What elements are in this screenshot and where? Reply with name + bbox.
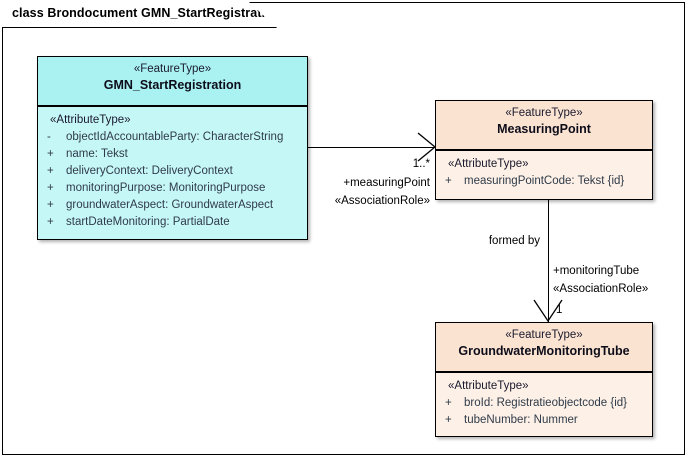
attribute-visibility: + [47, 165, 54, 177]
association-name-formed-by: formed by [488, 235, 540, 247]
association-stereotype-measuringpoint: «AssociationRole» [334, 195, 430, 207]
attribute-visibility: + [47, 148, 54, 160]
attribute-text: measuringPointCode: Tekst {id} [464, 175, 625, 187]
class-header-groundwater-monitoring-tube: «FeatureType» GroundwaterMonitoringTube [436, 323, 652, 373]
class-stereotype-measuring-point: «FeatureType» [505, 107, 583, 119]
attribute-visibility: + [47, 199, 54, 211]
association-stereotype-tube: «AssociationRole» [553, 283, 649, 295]
attribute-text: monitoringPurpose: MonitoringPurpose [66, 182, 266, 194]
attribute-text: startDateMonitoring: PartialDate [66, 216, 230, 228]
attribute-text: objectIdAccountableParty: CharacterStrin… [66, 131, 284, 143]
attribute-row[interactable]: + broId: Registratieobjectcode {id} [436, 395, 652, 412]
class-stereotype-groundwater-monitoring-tube: «FeatureType» [505, 329, 583, 341]
class-attributes-measuring-point: «AttributeType» + measuringPointCode: Te… [436, 151, 652, 199]
attribute-text: groundwaterAspect: GroundwaterAspect [66, 199, 274, 211]
attribute-row[interactable]: + monitoringPurpose: MonitoringPurpose [38, 180, 307, 197]
attribute-text: broId: Registratieobjectcode {id} [464, 397, 628, 409]
class-header-gmn-start-registration: «FeatureType» GMN_StartRegistration [38, 57, 307, 107]
attribute-visibility: - [47, 131, 51, 143]
class-name-gmn-start-registration: GMN_StartRegistration [103, 78, 242, 92]
association-line-gmn-measuringpoint [308, 147, 435, 148]
attribute-visibility: + [445, 175, 452, 187]
attribute-row[interactable]: - objectIdAccountableParty: CharacterStr… [38, 129, 307, 146]
attribute-text: tubeNumber: Nummer [464, 414, 578, 426]
attribute-row[interactable]: + name: Tekst [38, 146, 307, 163]
association-role-tube: +monitoringTube [553, 265, 640, 277]
class-box-measuring-point[interactable]: «FeatureType» MeasuringPoint «AttributeT… [435, 100, 653, 200]
class-attributes-groundwater-monitoring-tube: «AttributeType» + broId: Registratieobje… [436, 373, 652, 436]
class-box-groundwater-monitoring-tube[interactable]: «FeatureType» GroundwaterMonitoringTube … [435, 322, 653, 437]
association-multiplicity-tube: 1 [556, 304, 563, 316]
class-attributes-gmn-start-registration: «AttributeType» - objectIdAccountablePar… [38, 107, 307, 239]
association-multiplicity-measuringpoint: 1..* [412, 158, 430, 170]
attribute-visibility: + [47, 216, 54, 228]
attribute-visibility: + [445, 397, 452, 409]
diagram-title: class Brondocument GMN_StartRegistration [12, 6, 281, 20]
class-name-groundwater-monitoring-tube: GroundwaterMonitoringTube [458, 344, 630, 358]
diagram-frame-tab: class Brondocument GMN_StartRegistration [2, 2, 277, 28]
attribute-compartment-stereotype: «AttributeType» [448, 158, 529, 170]
class-name-measuring-point: MeasuringPoint [497, 122, 591, 136]
association-role-measuringpoint: +measuringPoint [343, 177, 430, 189]
attribute-text: name: Tekst [66, 148, 128, 160]
attribute-row[interactable]: + tubeNumber: Nummer [436, 412, 652, 429]
attribute-visibility: + [445, 414, 452, 426]
association-arrowhead-tube [533, 299, 563, 323]
attribute-visibility: + [47, 182, 54, 194]
diagram-frame [2, 2, 685, 455]
attribute-row[interactable]: + deliveryContext: DeliveryContext [38, 163, 307, 180]
class-box-gmn-start-registration[interactable]: «FeatureType» GMN_StartRegistration «Att… [37, 56, 308, 240]
class-header-measuring-point: «FeatureType» MeasuringPoint [436, 101, 652, 151]
class-stereotype-gmn-start-registration: «FeatureType» [133, 63, 212, 75]
attribute-row[interactable]: + groundwaterAspect: GroundwaterAspect [38, 197, 307, 214]
attribute-compartment-stereotype: «AttributeType» [50, 114, 131, 126]
attribute-row[interactable]: + measuringPointCode: Tekst {id} [436, 173, 652, 190]
attribute-text: deliveryContext: DeliveryContext [66, 165, 233, 177]
attribute-compartment-stereotype: «AttributeType» [448, 380, 529, 392]
association-line-measuringpoint-tube [548, 200, 549, 322]
attribute-row[interactable]: + startDateMonitoring: PartialDate [38, 214, 307, 231]
